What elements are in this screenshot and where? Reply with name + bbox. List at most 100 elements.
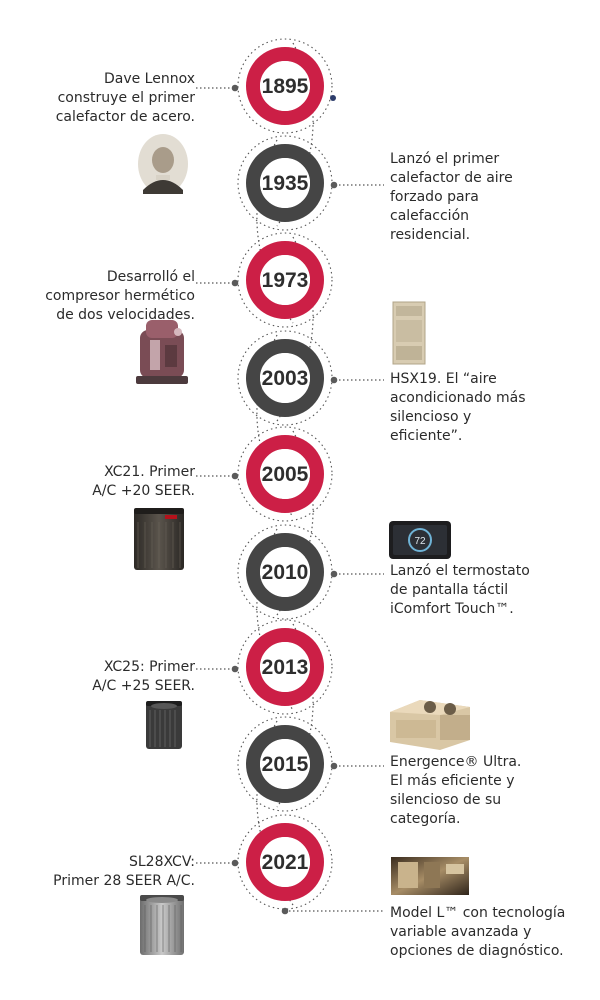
description-line: acondicionado más xyxy=(390,390,526,406)
sl28xcv-condenser xyxy=(140,895,184,955)
thermostat-reading: 72 xyxy=(414,536,426,547)
event-description-2021: SL28XCV: Primer 28 SEER A/C. xyxy=(53,853,195,891)
connector-dots xyxy=(276,430,314,616)
event-description-1935: Lanzó el primer calefactor de aire forzado… xyxy=(390,150,513,245)
description-line: calefactor de acero. xyxy=(55,109,195,125)
ring-halo xyxy=(237,38,333,134)
indoor-unit xyxy=(392,301,426,365)
connector-dots xyxy=(256,720,294,906)
event-description-1973: Desarrolló el compresor hermético de dos v… xyxy=(45,268,195,325)
description-line: de dos velocidades. xyxy=(56,307,195,323)
description-line: El más eficiente y xyxy=(390,773,515,789)
leader-dot xyxy=(330,570,338,578)
leader-dot xyxy=(281,907,289,915)
year-ring xyxy=(246,628,324,706)
year-label: 2015 xyxy=(262,753,309,776)
description-line: calefactor de aire xyxy=(390,170,513,186)
year-label: 2010 xyxy=(262,561,309,584)
leader-dot xyxy=(231,859,239,867)
year-label: 1895 xyxy=(262,75,309,98)
description-line: calefacción xyxy=(390,208,470,224)
description-line: silencioso y xyxy=(390,409,472,425)
year-ring xyxy=(246,725,324,803)
year-marker-2013: 2013 xyxy=(246,628,324,706)
description-line: opciones de diagnóstico. xyxy=(390,943,564,959)
leader-dot xyxy=(330,181,338,189)
description-line: residencial. xyxy=(390,227,471,243)
leader-dot xyxy=(330,762,338,770)
description-line: eficiente”. xyxy=(390,428,463,444)
description-line: Lanzó el primer xyxy=(390,151,500,167)
description-line: compresor hermético xyxy=(45,288,195,304)
ring-halo xyxy=(237,426,333,522)
portrait-of-dave-lennox xyxy=(138,134,188,194)
year-ring-center xyxy=(260,255,310,305)
leader-dot xyxy=(231,279,239,287)
leader-dot xyxy=(231,84,239,92)
description-line: de pantalla táctil xyxy=(390,582,509,598)
leader-dot xyxy=(231,665,239,673)
description-line: iComfort Touch™. xyxy=(390,601,514,617)
event-description-model-l: Model L™ con tecnología variable avanzada… xyxy=(390,904,565,961)
year-label: 2003 xyxy=(262,367,309,390)
description-line: forzado para xyxy=(390,189,479,205)
year-label: 1935 xyxy=(262,172,309,195)
year-ring-center xyxy=(260,158,310,208)
year-ring-center xyxy=(260,642,310,692)
description-line: variable avanzada y xyxy=(390,924,532,940)
year-marker-1935: 1935 xyxy=(246,144,324,222)
year-ring-center xyxy=(260,739,310,789)
year-marker-2010: 2010 xyxy=(246,533,324,611)
leader-dot xyxy=(231,472,239,480)
year-marker-2021: 2021 xyxy=(246,823,324,901)
thermostat: 72 xyxy=(389,521,451,559)
description-line: silencioso de su xyxy=(390,792,502,808)
year-ring-center xyxy=(260,353,310,403)
year-label: 2005 xyxy=(262,463,309,486)
ring-halo xyxy=(237,232,333,328)
description-line: Dave Lennox xyxy=(103,71,195,87)
event-description-2015: Energence® Ultra. El más eficiente y silen… xyxy=(390,753,521,829)
ring-halo xyxy=(237,619,333,715)
description-line: A/C +20 SEER. xyxy=(92,483,195,499)
xc25-condenser xyxy=(146,701,182,749)
description-line: Desarrolló el xyxy=(106,269,195,285)
year-markers: 1895 1935 1973 2003 2005 2010 2013 2015 2021 xyxy=(246,47,324,901)
year-label: 2021 xyxy=(262,851,309,874)
ring-halo xyxy=(237,814,333,910)
year-label: 1973 xyxy=(262,269,309,292)
year-ring-center xyxy=(260,837,310,887)
year-ring xyxy=(246,533,324,611)
year-ring-center xyxy=(260,547,310,597)
description-line: XC25: Primer xyxy=(103,659,195,675)
description-line: Energence® Ultra. xyxy=(390,754,522,770)
event-description-2010: Lanzó el termostato de pantalla táctil iCo… xyxy=(390,562,530,619)
year-marker-2003: 2003 xyxy=(246,339,324,417)
description-line: construye el primer xyxy=(57,90,195,106)
year-label: 2013 xyxy=(262,656,309,679)
year-ring xyxy=(246,339,324,417)
year-marker-1895: 1895 xyxy=(246,47,324,125)
description-line: XC21. Primer xyxy=(104,464,195,480)
description-line: Model L™ con tecnología xyxy=(390,905,566,921)
accent-dot xyxy=(330,95,336,101)
year-marker-1973: 1973 xyxy=(246,241,324,319)
year-ring xyxy=(246,144,324,222)
leader-dot xyxy=(330,376,338,384)
description-line: SL28XCV: xyxy=(128,854,195,870)
year-ring-center xyxy=(260,61,310,111)
leader-lines xyxy=(196,84,384,915)
year-ring xyxy=(246,47,324,125)
description-line: Lanzó el termostato xyxy=(390,563,530,579)
year-ring xyxy=(246,435,324,513)
year-marker-2015: 2015 xyxy=(246,725,324,803)
connector-dots xyxy=(276,236,314,422)
year-ring xyxy=(246,823,324,901)
year-ring xyxy=(246,241,324,319)
event-description-1895: Dave Lennox construye el primer calefactor… xyxy=(56,70,195,127)
description-line: Primer 28 SEER A/C. xyxy=(53,873,195,889)
